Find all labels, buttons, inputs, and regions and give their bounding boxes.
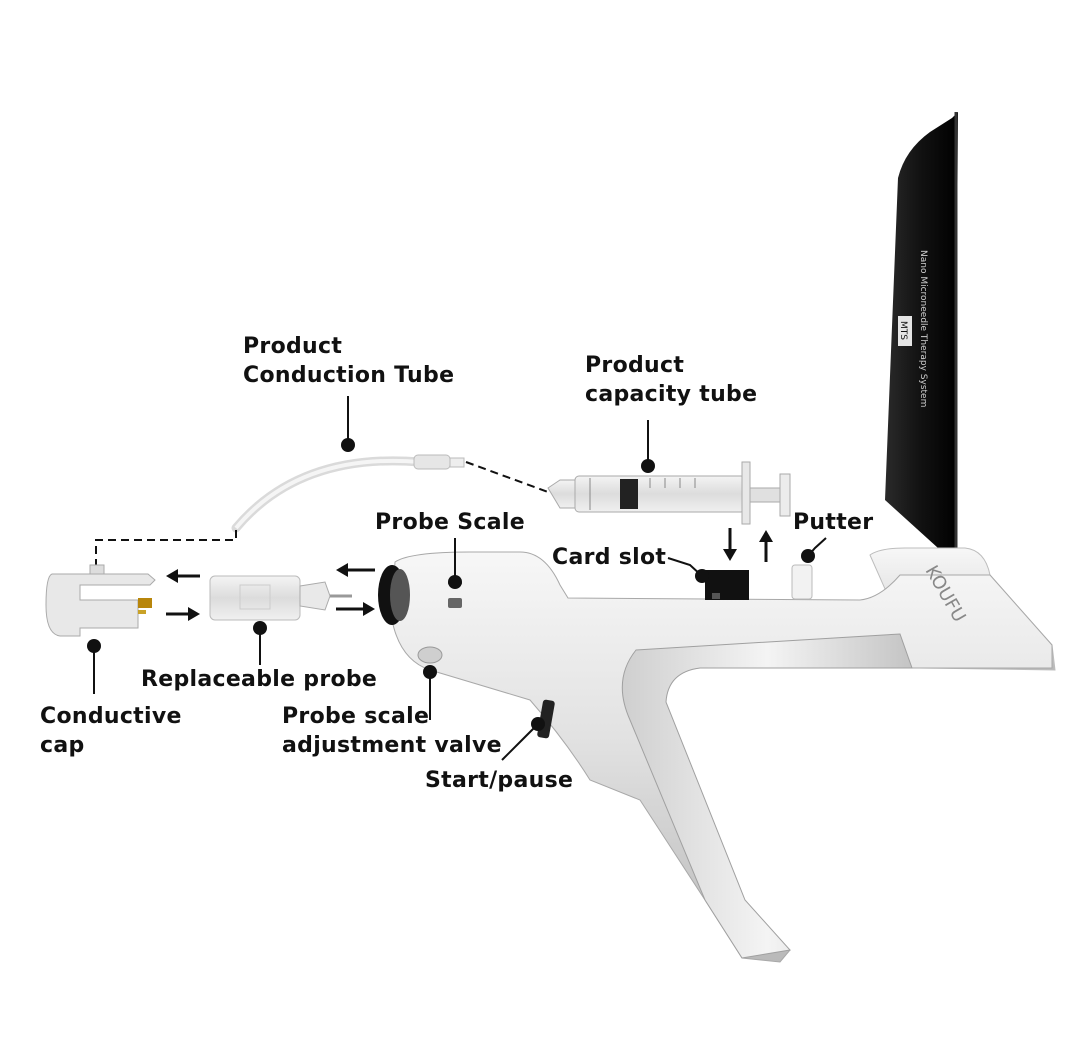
- label-conduction-tube: Product Conduction Tube: [243, 332, 454, 390]
- arrow-left: [336, 563, 375, 577]
- label-conduction-tube-line2: Conduction Tube: [243, 363, 455, 388]
- label-putter: Putter: [793, 510, 874, 535]
- label-capacity-tube-line1: Product: [585, 353, 685, 378]
- conductive-cap: [45, 564, 156, 637]
- adjustment-valve-knob: [417, 646, 443, 664]
- arrows: [166, 528, 773, 621]
- leader-putter: [801, 537, 827, 563]
- tube-to-cap-dashes: [95, 530, 237, 568]
- tube-to-syringe-dashes: [465, 461, 549, 493]
- leader-card-slot: [667, 557, 709, 583]
- display-text-line1: Nano Microneedle Therapy System: [918, 250, 928, 407]
- leader-start-pause: [501, 717, 545, 761]
- arrow-down: [723, 528, 737, 561]
- label-conductive-cap-line1: Conductive: [40, 704, 182, 729]
- syringe: [547, 461, 791, 525]
- label-adjustment-valve-line1: Probe scale: [282, 704, 430, 729]
- label-start-pause: Start/pause: [425, 768, 574, 793]
- label-card-slot: Card slot: [552, 545, 667, 570]
- label-capacity-tube: Product capacity tube: [585, 351, 757, 409]
- leader-lines: [87, 396, 827, 761]
- tube-connector: [413, 454, 465, 470]
- arrow-right: [336, 602, 375, 616]
- card-slot: [705, 570, 749, 600]
- device-handle: [621, 633, 913, 959]
- label-conductive-cap: Conductive cap: [40, 702, 182, 760]
- arrow-up: [759, 530, 773, 562]
- probe-scale-window: [448, 598, 462, 608]
- label-conduction-tube-line1: Product: [243, 334, 343, 359]
- label-capacity-tube-line2: capacity tube: [585, 382, 758, 407]
- display-text-line2: MTS: [898, 321, 908, 340]
- label-adjustment-valve-line2: adjustment valve: [282, 733, 502, 758]
- arrow-left: [166, 569, 200, 583]
- label-adjustment-valve: Probe scale adjustment valve: [282, 702, 502, 760]
- label-probe-scale: Probe Scale: [375, 510, 525, 535]
- arrow-right: [166, 607, 200, 621]
- putter: [791, 564, 813, 600]
- display-panel: [885, 112, 958, 550]
- label-conductive-cap-line2: cap: [40, 733, 85, 758]
- label-replaceable-probe: Replaceable probe: [141, 667, 378, 692]
- display-badge: MTS: [898, 316, 912, 346]
- replaceable-probe: [209, 575, 352, 621]
